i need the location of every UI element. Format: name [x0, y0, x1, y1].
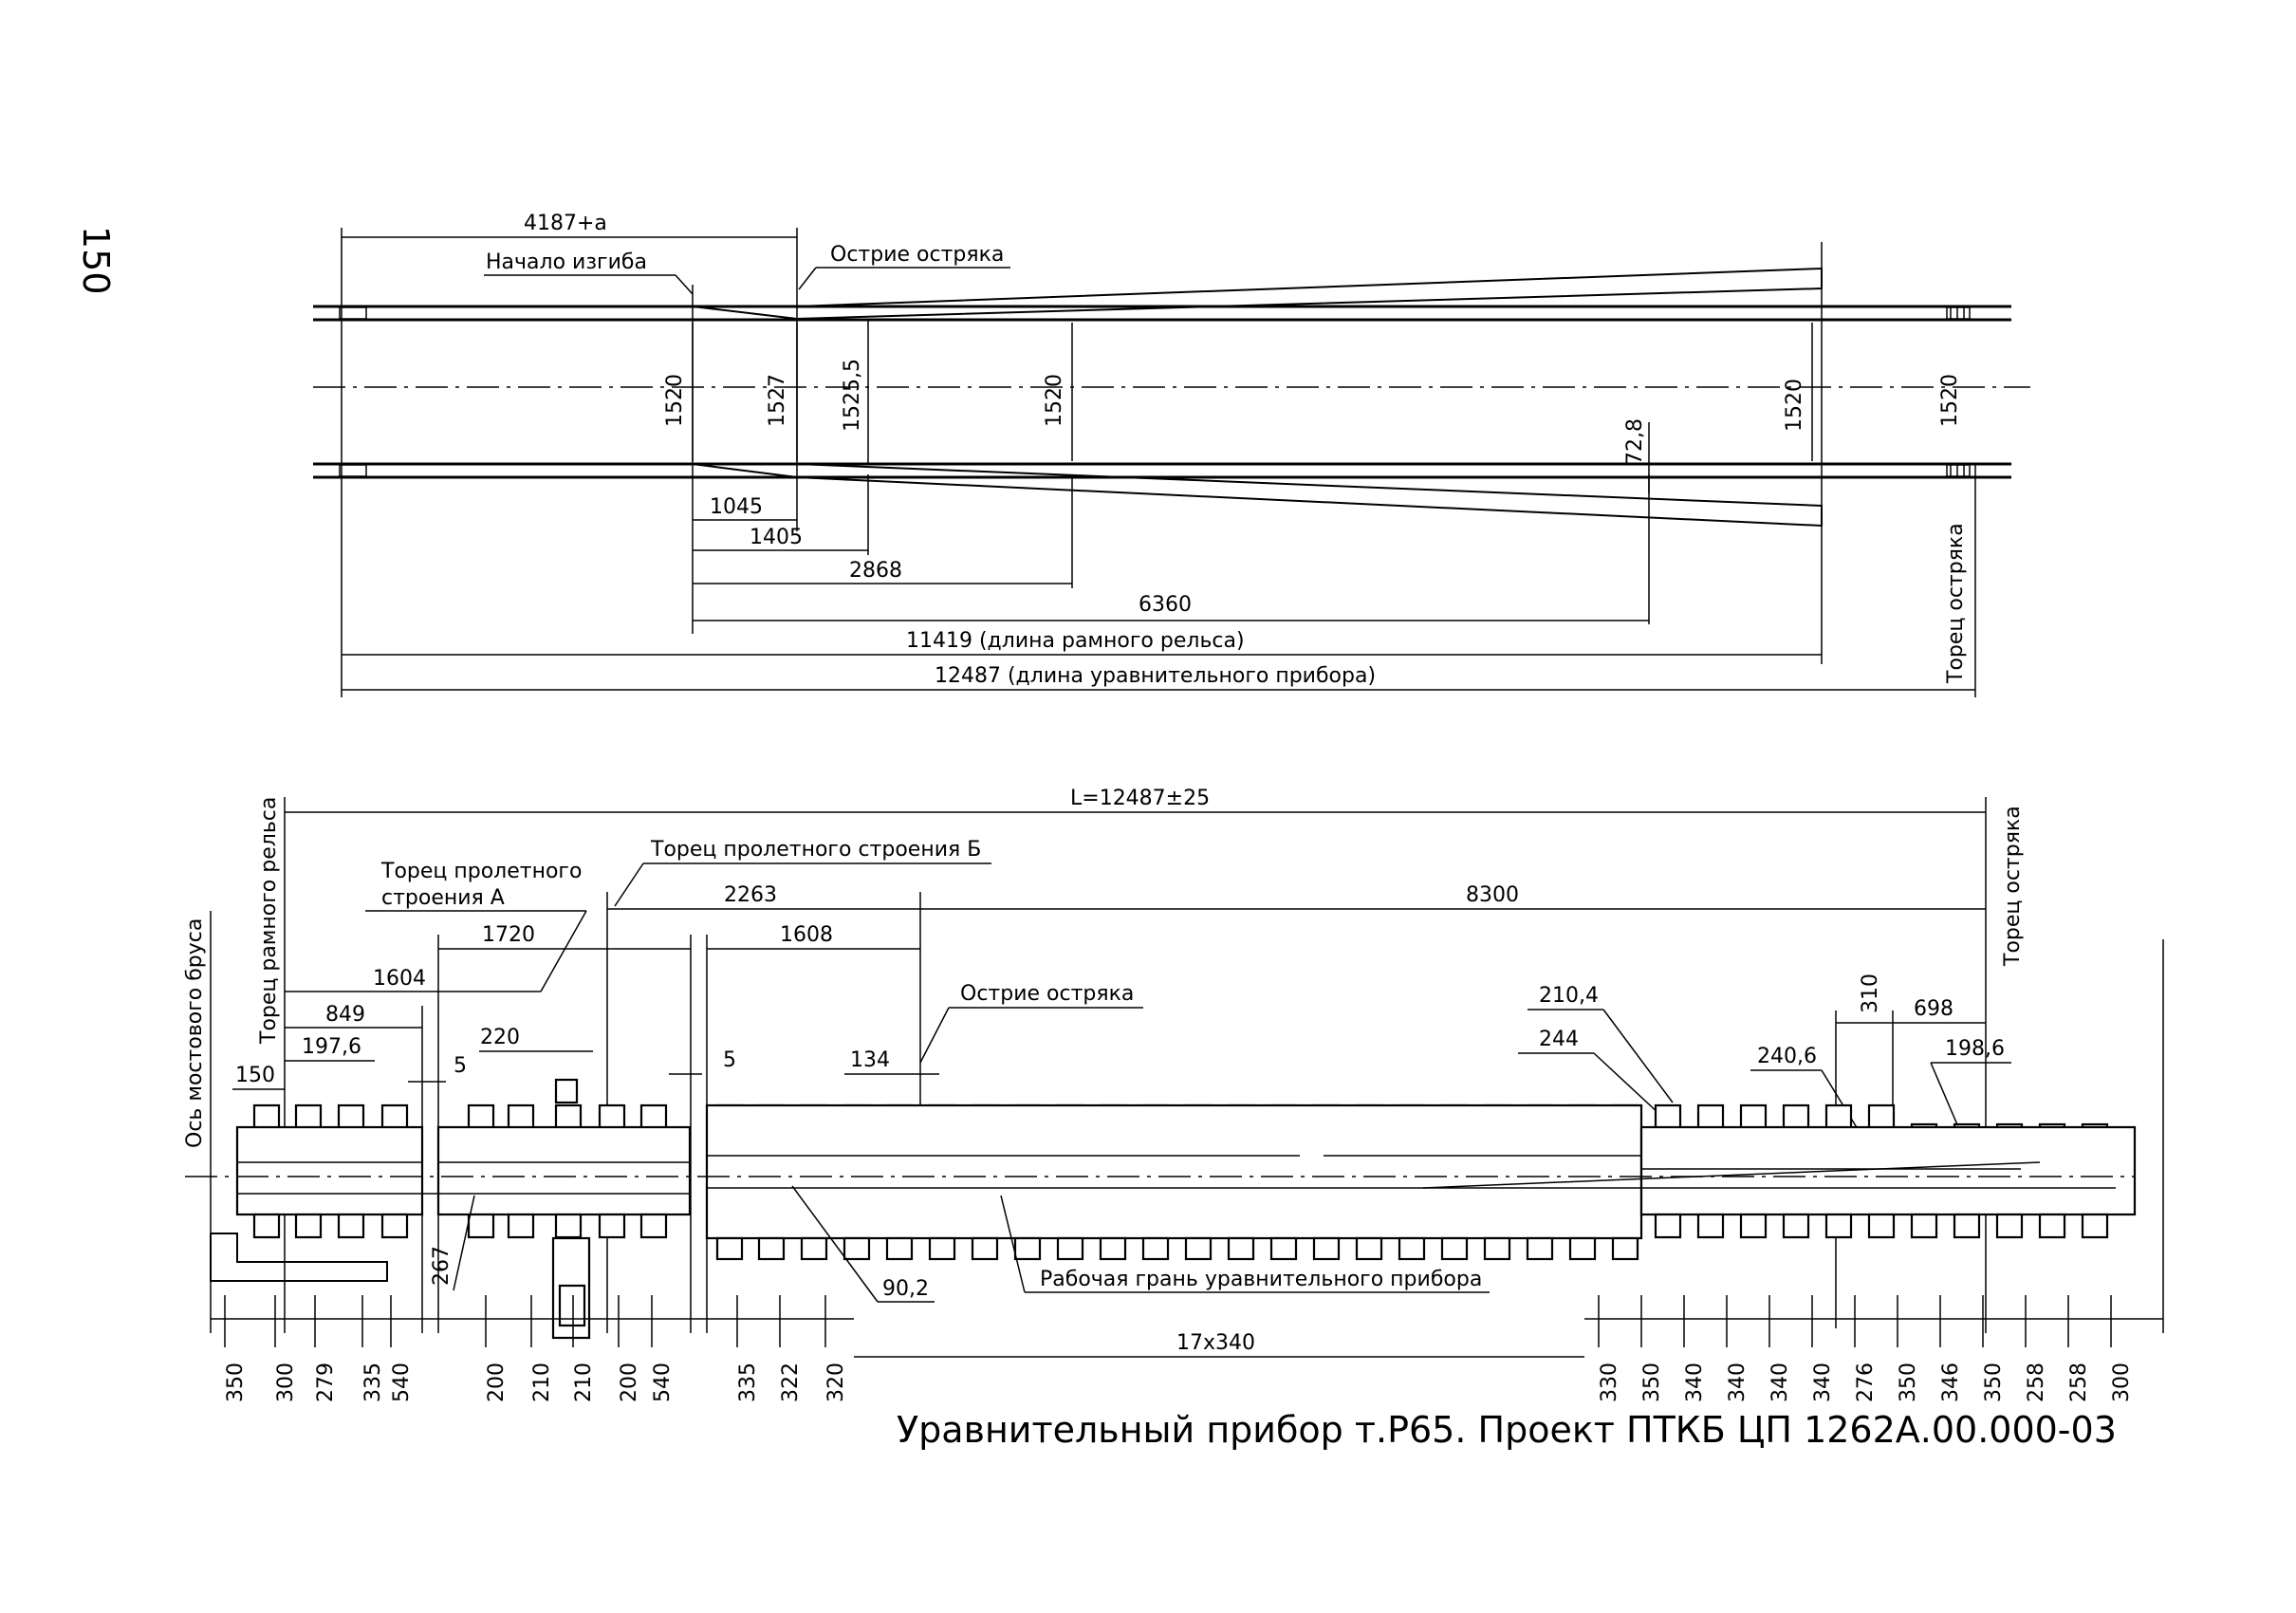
dim-6360: 6360	[1139, 593, 1192, 617]
dim-134: 134	[850, 1048, 890, 1072]
dim-1720: 1720	[482, 923, 535, 947]
label-span-end-a-1: Торец пролетного	[380, 860, 582, 883]
dim-5-b: 5	[723, 1048, 736, 1072]
label-point-tip: Острие остряка	[830, 243, 1004, 267]
top-plan-view: 4187+a Начало изгиба Острие остряка 1520…	[313, 212, 2030, 697]
dim-2868: 2868	[849, 559, 902, 583]
chain-dim-right-4: 340	[1768, 1363, 1792, 1402]
gauge-1520-c: 1520	[1783, 379, 1806, 432]
chain-dim-right-2: 340	[1683, 1363, 1707, 1402]
dim-698: 698	[1914, 997, 1953, 1021]
dim-2263: 2263	[724, 883, 777, 907]
gauge-1520-d: 1520	[1938, 374, 1962, 427]
gauge-1520-a: 1520	[663, 374, 687, 427]
label-bridge-axis: Ось мостового бруса	[183, 918, 207, 1148]
dim-1045: 1045	[710, 495, 763, 519]
chain-dim-left-1: 300	[274, 1363, 298, 1402]
chain-dim-right-7: 350	[1897, 1363, 1920, 1402]
dim-1604: 1604	[373, 967, 426, 991]
chain-dim-right-8: 346	[1939, 1363, 1963, 1402]
gauge-1520-b: 1520	[1043, 374, 1066, 427]
page-number: 150	[75, 226, 117, 295]
chain-dim-right-5: 340	[1811, 1363, 1835, 1402]
gap-72: 72,8	[1623, 418, 1647, 465]
dim-17x340: 17x340	[1176, 1331, 1255, 1355]
chain-dim-right-11: 258	[2067, 1363, 2091, 1402]
label-span-end-a-2: строения А	[381, 886, 505, 910]
chain-dim-right-1: 350	[1640, 1363, 1664, 1402]
chain-dim-left-11: 322	[779, 1363, 803, 1402]
chain-dim-left-8: 200	[618, 1363, 641, 1402]
chain-dim-right-0: 330	[1598, 1363, 1621, 1402]
chain-dim-left-10: 335	[736, 1363, 760, 1402]
gauge-1527: 1527	[766, 374, 789, 427]
dim-197: 197,6	[302, 1035, 361, 1059]
dim-90-2: 90,2	[882, 1277, 929, 1301]
chain-dim-right-9: 350	[1982, 1363, 2006, 1402]
dim-240-6: 240,6	[1757, 1045, 1817, 1068]
dim-198-6: 198,6	[1945, 1037, 2005, 1061]
gauge-1525: 1525,5	[841, 359, 864, 432]
label-point-end: Торец остряка	[1944, 523, 1968, 684]
chain-dim-right-3: 340	[1726, 1363, 1750, 1402]
chain-dim-left-5: 200	[485, 1363, 509, 1402]
dim-310: 310	[1859, 973, 1882, 1013]
label-point-end-bottom: Торец остряка	[2001, 806, 2025, 967]
chain-dim-left-0: 350	[224, 1363, 248, 1402]
dim-210-4: 210,4	[1539, 984, 1599, 1008]
dim-5-a: 5	[454, 1054, 467, 1078]
ties-bottom	[252, 1213, 2109, 1261]
dim-12487: 12487 (длина уравнительного прибора)	[935, 664, 1376, 688]
label-bend-start: Начало изгиба	[486, 250, 647, 274]
dim-11419: 11419 (длина рамного рельса)	[906, 629, 1245, 653]
chain-dim-right-12: 300	[2110, 1363, 2134, 1402]
label-working-face: Рабочая грань уравнительного прибора	[1040, 1268, 1482, 1291]
chain-dim-left-6: 210	[530, 1363, 554, 1402]
chain-dim-right-6: 276	[1854, 1363, 1878, 1402]
chain-dim-left-7: 210	[572, 1363, 596, 1402]
dim-220: 220	[480, 1026, 520, 1049]
chain-dim-left-2: 279	[314, 1363, 338, 1402]
dim-1608: 1608	[780, 923, 833, 947]
chain-dim-right-10: 258	[2025, 1363, 2048, 1402]
dim-244: 244	[1539, 1028, 1579, 1051]
dim-4187: 4187+a	[524, 212, 607, 235]
label-stock-rail-end: Торец рамного рельса	[257, 797, 281, 1045]
chain-dim-left-4: 540	[390, 1363, 414, 1402]
dim-8300: 8300	[1466, 883, 1519, 907]
dim-L: L=12487±25	[1070, 787, 1210, 810]
caption: Уравнительный прибор т.Р65. Проект ПТКБ …	[897, 1409, 2117, 1451]
chain-dim-left-12: 320	[824, 1363, 848, 1402]
chain-dim-left-9: 540	[651, 1363, 675, 1402]
dim-150: 150	[235, 1064, 275, 1087]
label-point-tip-bottom: Острие остряка	[960, 982, 1134, 1006]
dim-849: 849	[325, 1003, 365, 1027]
dim-1405: 1405	[750, 526, 803, 549]
bottom-section-view: Ось мостового бруса Торец рамного рельса…	[183, 787, 2164, 1451]
dim-267: 267	[430, 1246, 454, 1286]
chain-dim-left-3: 335	[361, 1363, 385, 1402]
label-span-end-b: Торец пролетного строения Б	[650, 838, 981, 862]
